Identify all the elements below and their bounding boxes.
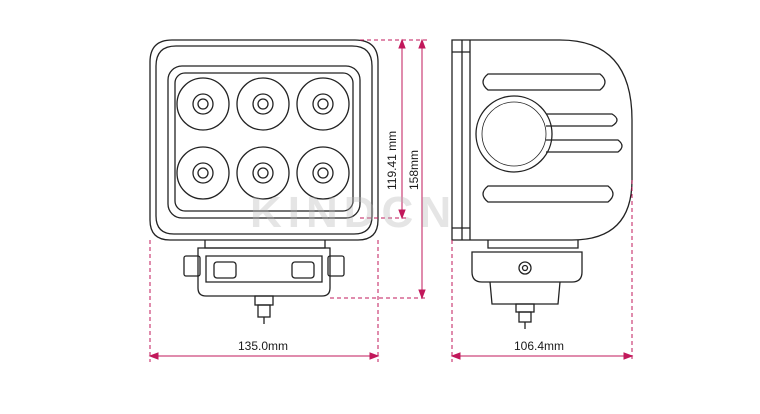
side-mount-bracket — [471, 240, 583, 329]
led-reflector — [176, 77, 230, 131]
led-reflector — [296, 77, 350, 131]
dimension-lines — [148, 38, 634, 362]
front-view — [149, 39, 379, 324]
front-width-label: 135.0mm — [238, 339, 289, 353]
lens-window — [174, 72, 354, 212]
lens-height-label: 119.41 mm — [385, 130, 399, 190]
side-view — [451, 39, 633, 329]
front-mount-bolt — [254, 295, 274, 324]
side-round-boss — [475, 95, 553, 173]
side-housing-outline — [451, 39, 633, 241]
front-housing-inner — [155, 45, 373, 235]
front-housing-outline — [149, 39, 379, 241]
side-depth-label: 106.4mm — [514, 339, 565, 353]
led-reflector — [296, 146, 350, 200]
led-reflector — [176, 146, 230, 200]
led-reflector — [236, 146, 290, 200]
watermark-text: KINDCN — [250, 188, 458, 237]
cooling-fins — [482, 73, 623, 203]
front-mount-bracket — [183, 240, 345, 297]
led-reflector — [236, 77, 290, 131]
total-height-label: 158mm — [407, 149, 421, 190]
lens-frame — [167, 65, 361, 219]
